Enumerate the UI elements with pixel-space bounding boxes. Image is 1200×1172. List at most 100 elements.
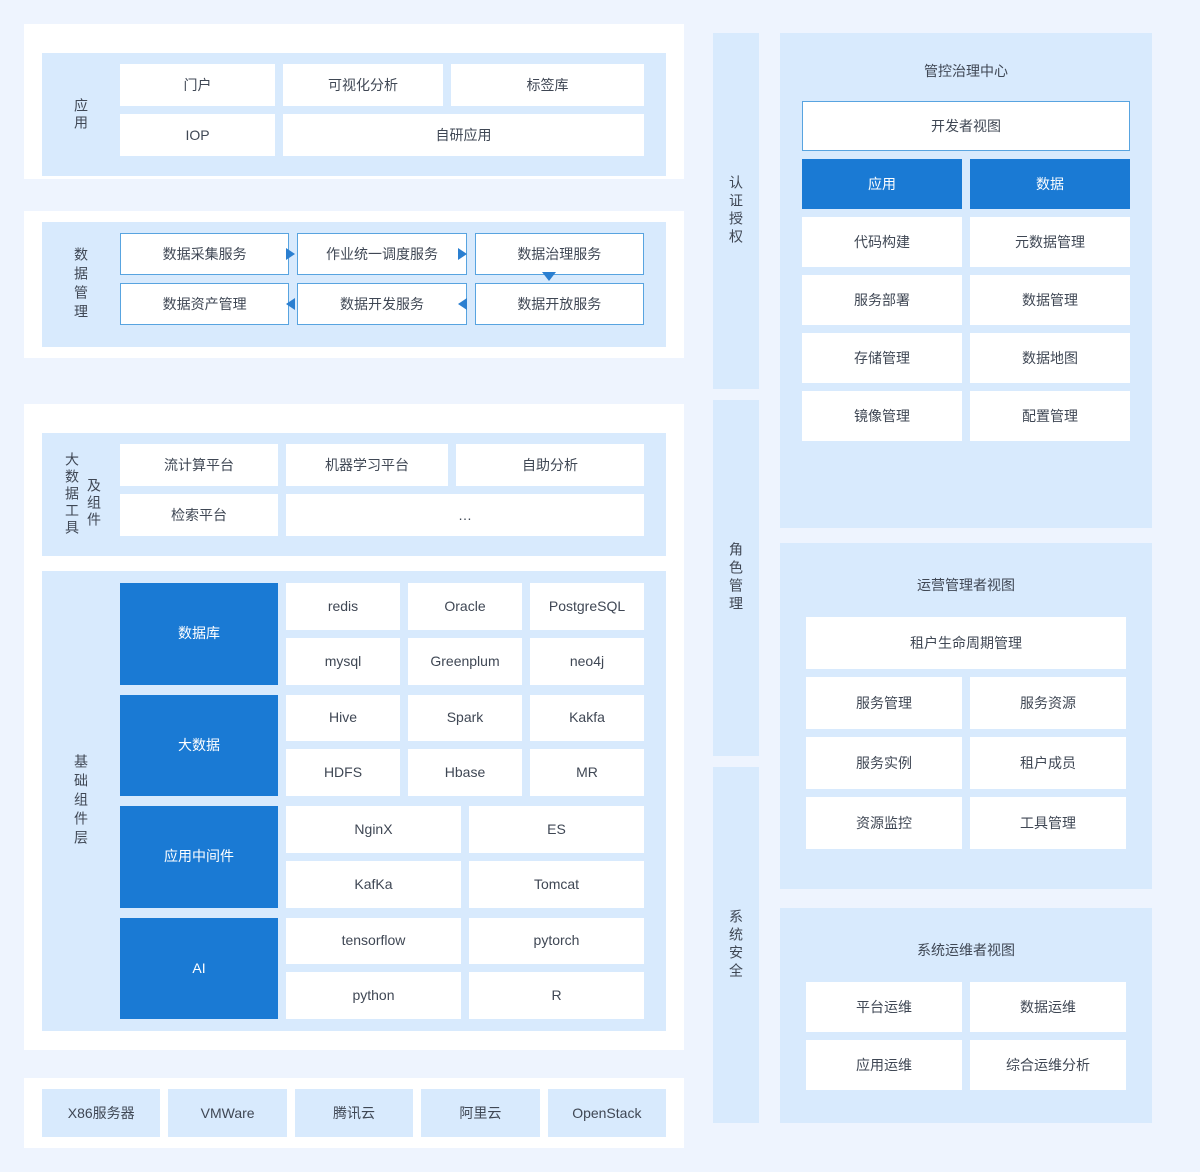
- governance-item-storage-management[interactable]: 存储管理: [802, 333, 962, 383]
- component-item-hive[interactable]: Hive: [286, 694, 400, 742]
- governance-item-data-map[interactable]: 数据地图: [970, 333, 1130, 383]
- component-item-nginx[interactable]: NginX: [286, 806, 461, 853]
- operations-row: 服务实例 租户成员: [806, 737, 1126, 789]
- component-item-r[interactable]: R: [469, 972, 644, 1019]
- data-management-label: 数据管理: [73, 246, 89, 323]
- infra-item-alibaba-cloud[interactable]: 阿里云: [421, 1089, 540, 1137]
- governance-item-metadata-management[interactable]: 元数据管理: [970, 217, 1130, 267]
- dm-item-asset-management[interactable]: 数据资产管理: [120, 283, 290, 325]
- component-item-greenplum[interactable]: Greenplum: [408, 637, 522, 685]
- infra-item-vmware[interactable]: VMWare: [168, 1089, 287, 1137]
- application-row: 门户 可视化分析 标签库: [120, 64, 644, 106]
- system-ops-item-application-ops[interactable]: 应用运维: [806, 1040, 962, 1090]
- system-ops-row: 平台运维 数据运维: [806, 982, 1126, 1032]
- system-ops-item-comprehensive-analysis[interactable]: 综合运维分析: [970, 1040, 1126, 1090]
- operations-item-service-resource[interactable]: 服务资源: [970, 677, 1126, 729]
- arrow-right-icon: [458, 248, 467, 260]
- governance-col-header-application[interactable]: 应用: [802, 159, 962, 209]
- bdt-item-more[interactable]: …: [286, 494, 644, 536]
- application-panel: 应用 门户 可视化分析 标签库 IOP 自研应用: [24, 24, 684, 179]
- system-ops-item-platform-ops[interactable]: 平台运维: [806, 982, 962, 1032]
- data-management-row: 数据资产管理 数据开发服务 数据开放服务: [120, 283, 644, 325]
- governance-row: 存储管理 数据地图: [802, 333, 1130, 383]
- governance-center-panel: 管控治理中心 开发者视图 应用 数据 代码构建 元数据管理 服务部署 数据管理 …: [780, 33, 1152, 528]
- component-item-kafka[interactable]: KafKa: [286, 860, 461, 908]
- component-group-middleware: 应用中间件 NginX ES KafKa Tomcat: [120, 806, 644, 908]
- component-item-mysql[interactable]: mysql: [286, 637, 400, 685]
- application-row: IOP 自研应用: [120, 114, 644, 156]
- operations-tenant-lifecycle[interactable]: 租户生命周期管理: [806, 617, 1126, 669]
- governance-header-row: 开发者视图: [802, 101, 1130, 151]
- governance-item-config-management[interactable]: 配置管理: [970, 391, 1130, 441]
- bdt-item-stream-computing[interactable]: 流计算平台: [120, 444, 278, 486]
- bdt-item-self-service-analysis[interactable]: 自助分析: [456, 444, 644, 486]
- app-item-self-developed[interactable]: 自研应用: [283, 114, 644, 156]
- infra-item-tencent-cloud[interactable]: 腾讯云: [294, 1089, 414, 1137]
- governance-col-header-data[interactable]: 数据: [970, 159, 1130, 209]
- vertical-bar-system-security[interactable]: 系统安全: [713, 767, 759, 1123]
- data-management-panel: 数据管理 数据采集服务 作业统一调度服务 数据治理服务 数据资产管理 数据开发服…: [24, 211, 684, 358]
- component-item-es[interactable]: ES: [469, 806, 644, 853]
- governance-item-code-build[interactable]: 代码构建: [802, 217, 962, 267]
- component-item-tensorflow[interactable]: tensorflow: [286, 917, 461, 965]
- dm-item-collection-service[interactable]: 数据采集服务: [120, 233, 290, 275]
- governance-row: 服务部署 数据管理: [802, 275, 1130, 325]
- dm-item-open-service[interactable]: 数据开放服务: [474, 283, 644, 325]
- base-component-layer-region: 基础组件层 数据库 redis Oracle PostgreSQL mysql …: [42, 571, 666, 1031]
- component-category-database[interactable]: 数据库: [120, 583, 278, 685]
- bigdata-panel: 大数据工具 及组件 流计算平台 机器学习平台 自助分析 检索平台 … 基础组件层: [24, 404, 684, 1050]
- governance-item-service-deployment[interactable]: 服务部署: [802, 275, 962, 325]
- component-item-neo4j[interactable]: neo4j: [530, 637, 644, 685]
- arrow-right-icon: [286, 248, 295, 260]
- app-item-portal[interactable]: 门户: [120, 64, 275, 106]
- system-ops-row: 应用运维 综合运维分析: [806, 1040, 1126, 1090]
- component-item-tomcat[interactable]: Tomcat: [469, 860, 644, 908]
- governance-item-data-management[interactable]: 数据管理: [970, 275, 1130, 325]
- governance-item-image-management[interactable]: 镜像管理: [802, 391, 962, 441]
- vertical-bar-authentication[interactable]: 认证授权: [713, 33, 759, 389]
- app-item-iop[interactable]: IOP: [120, 114, 275, 156]
- component-category-middleware[interactable]: 应用中间件: [120, 806, 278, 908]
- component-item-postgresql[interactable]: PostgreSQL: [530, 583, 644, 630]
- vertical-bar-authentication-label: 认证授权: [728, 175, 744, 247]
- component-item-hbase[interactable]: Hbase: [408, 749, 522, 796]
- operations-row: 资源监控 工具管理: [806, 797, 1126, 849]
- dm-item-job-scheduling-service[interactable]: 作业统一调度服务: [297, 233, 467, 275]
- system-ops-title: 系统运维者视图: [917, 942, 1015, 958]
- operations-row: 服务管理 服务资源: [806, 677, 1126, 729]
- bdt-item-machine-learning[interactable]: 机器学习平台: [286, 444, 448, 486]
- operations-item-tenant-member[interactable]: 租户成员: [970, 737, 1126, 789]
- dm-item-governance-service[interactable]: 数据治理服务: [474, 233, 644, 275]
- vertical-bar-role-management-label: 角色管理: [728, 542, 744, 614]
- operations-item-tool-management[interactable]: 工具管理: [970, 797, 1126, 849]
- arrow-left-icon: [286, 298, 295, 310]
- app-item-tag-library[interactable]: 标签库: [451, 64, 644, 106]
- operations-header-row: 租户生命周期管理: [806, 617, 1126, 669]
- infra-item-x86-server[interactable]: X86服务器: [42, 1089, 161, 1137]
- app-item-visual-analysis[interactable]: 可视化分析: [283, 64, 443, 106]
- operations-manager-panel: 运营管理者视图 租户生命周期管理 服务管理 服务资源 服务实例 租户成员 资源监…: [780, 543, 1152, 889]
- component-item-kakfa[interactable]: Kakfa: [530, 694, 644, 742]
- operations-item-service-instance[interactable]: 服务实例: [806, 737, 962, 789]
- component-group-database: 数据库 redis Oracle PostgreSQL mysql Greenp…: [120, 583, 644, 685]
- component-item-python[interactable]: python: [286, 972, 461, 1019]
- infrastructure-panel: X86服务器 VMWare 腾讯云 阿里云 OpenStack: [24, 1078, 684, 1148]
- governance-developer-view[interactable]: 开发者视图: [802, 101, 1130, 151]
- infra-item-openstack[interactable]: OpenStack: [547, 1089, 667, 1137]
- operations-item-service-management[interactable]: 服务管理: [806, 677, 962, 729]
- component-item-spark[interactable]: Spark: [408, 694, 522, 742]
- infrastructure-strip: X86服务器 VMWare 腾讯云 阿里云 OpenStack: [42, 1089, 667, 1137]
- component-category-bigdata[interactable]: 大数据: [120, 694, 278, 796]
- system-ops-item-data-ops[interactable]: 数据运维: [970, 982, 1126, 1032]
- component-item-mr[interactable]: MR: [530, 749, 644, 796]
- bdt-item-search-platform[interactable]: 检索平台: [120, 494, 278, 536]
- vertical-bar-role-management[interactable]: 角色管理: [713, 400, 759, 756]
- component-category-ai[interactable]: AI: [120, 917, 278, 1019]
- component-item-redis[interactable]: redis: [286, 583, 400, 630]
- component-item-oracle[interactable]: Oracle: [408, 583, 522, 630]
- operations-item-resource-monitoring[interactable]: 资源监控: [806, 797, 962, 849]
- component-item-hdfs[interactable]: HDFS: [286, 749, 400, 796]
- component-item-pytorch[interactable]: pytorch: [469, 917, 644, 965]
- dm-item-development-service[interactable]: 数据开发服务: [297, 283, 467, 325]
